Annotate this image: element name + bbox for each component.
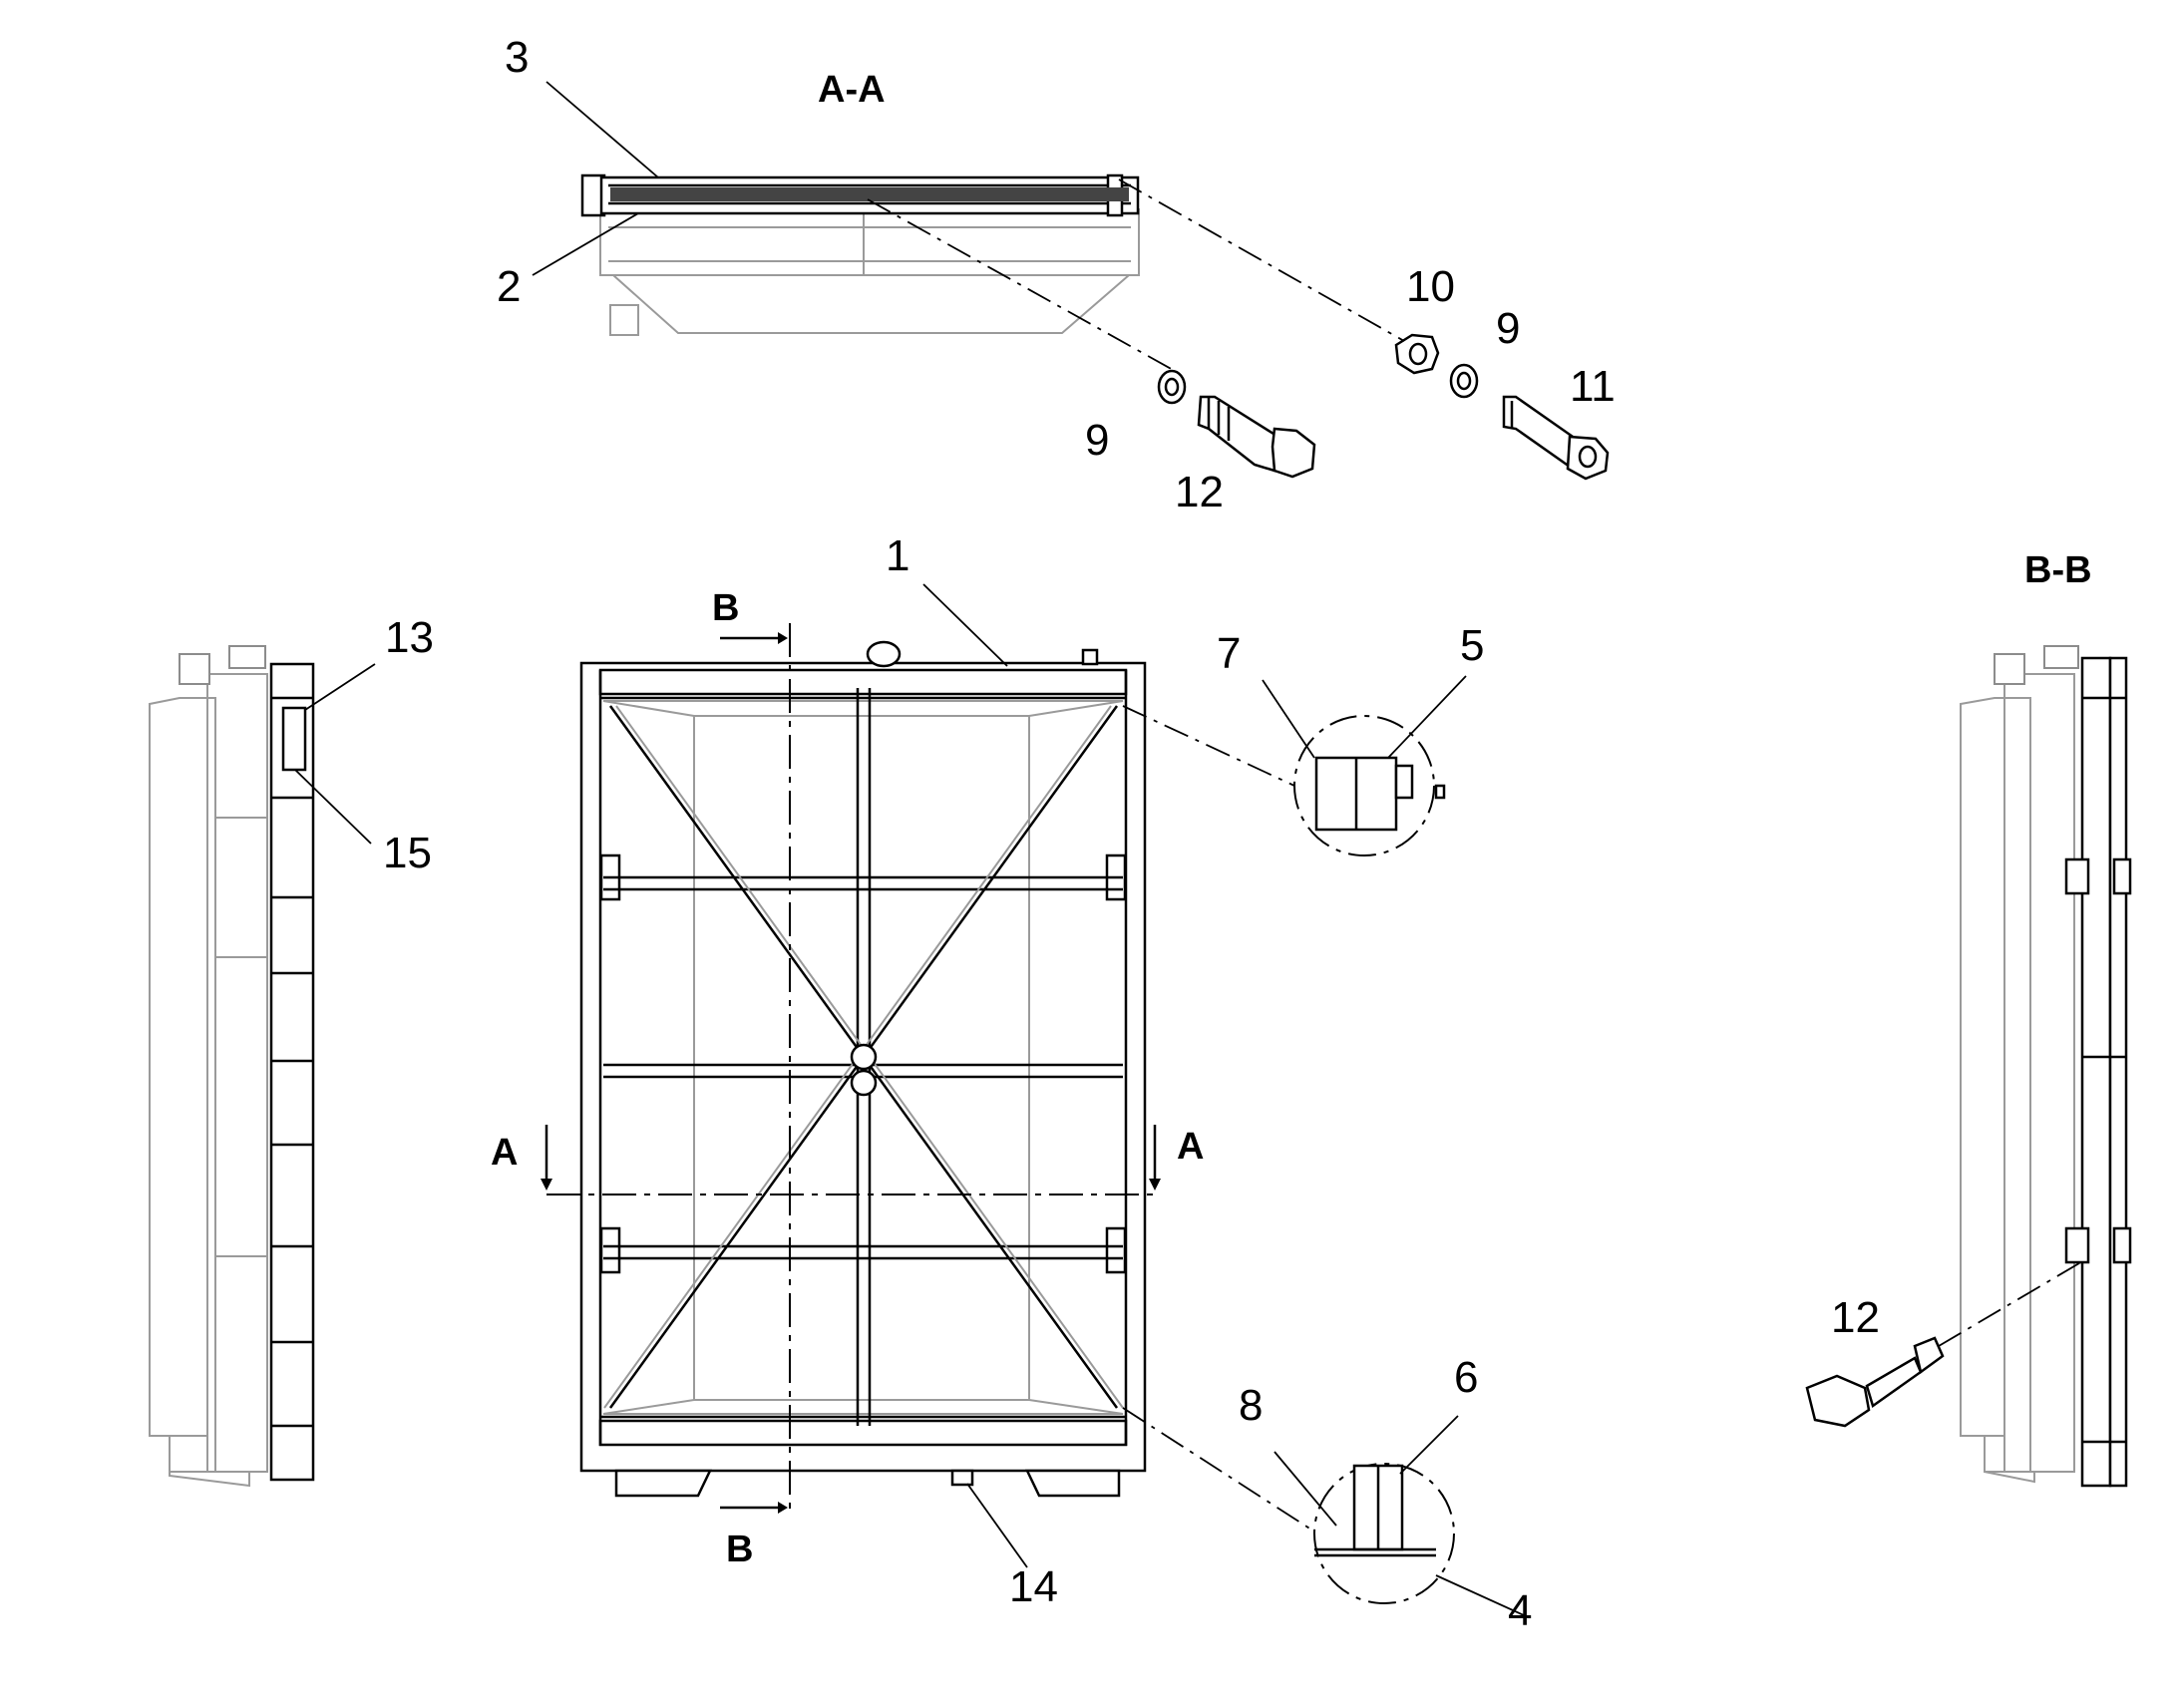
callout-8: 8 xyxy=(1239,1381,1263,1430)
left-side-view xyxy=(149,645,315,1488)
section-mark-a-left: A xyxy=(491,1132,518,1174)
section-title-a-a: A-A xyxy=(818,69,886,111)
leader-8 xyxy=(1273,1451,1337,1527)
callout-5: 5 xyxy=(1460,621,1484,670)
assembly-line-nut-10 xyxy=(1118,178,1405,342)
washer-9-right xyxy=(1449,363,1479,399)
assembly-line-bolt-12 xyxy=(867,198,1176,372)
washer-9-left xyxy=(1157,369,1187,405)
detail-circle-lower xyxy=(1313,1463,1455,1604)
radiator-core-fins xyxy=(610,187,1129,201)
leader-15 xyxy=(294,769,372,845)
callout-7: 7 xyxy=(1217,629,1241,678)
callout-1: 1 xyxy=(886,531,909,580)
leader-3 xyxy=(545,81,659,178)
section-arrows xyxy=(541,632,1161,1514)
callout-10: 10 xyxy=(1406,262,1455,311)
callout-9-right: 9 xyxy=(1496,304,1520,353)
assembly-line-bolt-12-side xyxy=(1938,1259,2085,1347)
hex-bolt-12-top xyxy=(1197,395,1316,479)
section-mark-b-top: B xyxy=(712,587,739,629)
section-mark-b-bottom: B xyxy=(726,1529,753,1570)
detail-line-upper xyxy=(1122,705,1295,787)
callout-14: 14 xyxy=(1009,1562,1058,1611)
leader-7 xyxy=(1262,679,1315,759)
hex-bolt-12-side xyxy=(1805,1336,1945,1428)
leader-5 xyxy=(1387,675,1467,759)
callout-13: 13 xyxy=(385,613,434,662)
callout-6: 6 xyxy=(1454,1353,1478,1402)
section-title-b-b: B-B xyxy=(2024,549,2092,591)
main-frame-front-view xyxy=(579,640,1147,1498)
callout-11: 11 xyxy=(1570,362,1616,411)
callout-4: 4 xyxy=(1508,1586,1532,1635)
socket-cap-screw-11 xyxy=(1502,395,1610,481)
leader-4 xyxy=(1435,1574,1525,1616)
callout-3: 3 xyxy=(505,33,529,82)
section-mark-a-right: A xyxy=(1177,1126,1204,1168)
leader-6 xyxy=(1399,1415,1459,1475)
callout-2: 2 xyxy=(497,262,521,311)
leader-14 xyxy=(966,1483,1028,1568)
leader-1 xyxy=(922,583,1008,667)
detail-circle-upper xyxy=(1293,715,1446,856)
callout-12-top: 12 xyxy=(1175,468,1224,516)
section-b-b-view xyxy=(1960,645,2132,1488)
callout-9-left: 9 xyxy=(1085,416,1109,465)
leader-2 xyxy=(532,212,639,276)
callout-15: 15 xyxy=(383,829,432,877)
detail-line-lower xyxy=(1122,1407,1315,1533)
callout-12-side: 12 xyxy=(1831,1293,1880,1342)
leader-13 xyxy=(304,663,376,711)
hex-nut-10 xyxy=(1394,333,1440,375)
